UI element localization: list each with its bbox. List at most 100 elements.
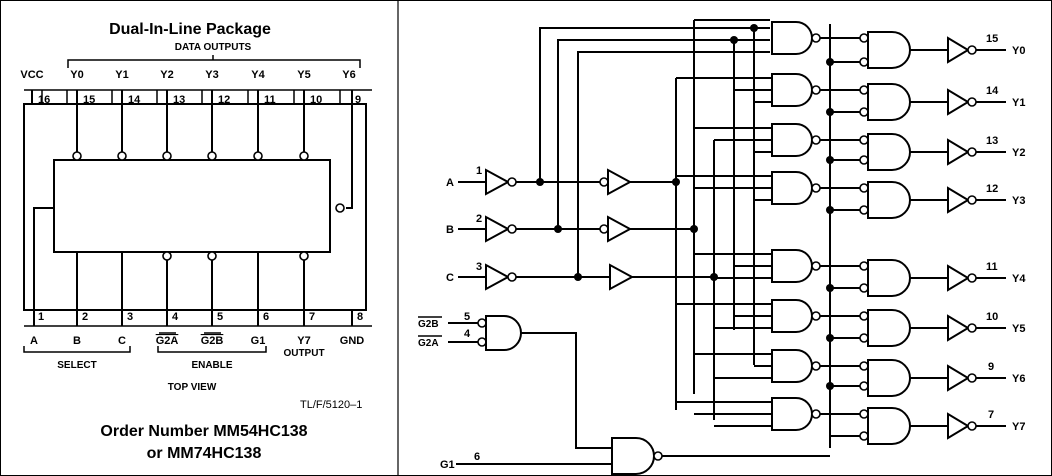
buffer-inverter-c: [609, 263, 635, 291]
svg-text:2: 2: [82, 311, 88, 323]
pin-name-g1: G1: [251, 335, 266, 347]
pin-num-9: 9: [355, 94, 361, 106]
bottom-pin-leads: [24, 207, 372, 327]
svg-text:4: 4: [172, 311, 179, 323]
package-title: Dual-In-Line Package: [109, 21, 271, 38]
output-label-y0: Y0: [1012, 45, 1025, 57]
input-inverter-a: [485, 168, 517, 196]
top-pin-names: VCC Y0 Y1 Y2 Y3 Y4 Y5 Y6: [20, 69, 355, 81]
enable-brace: [157, 346, 267, 353]
input-inverter-c: [485, 263, 517, 291]
pin-name-y6: Y6: [342, 69, 355, 81]
pin-name-c: C: [118, 335, 126, 347]
g1-input: G1 6: [440, 437, 830, 475]
pin-name-y3: Y3: [205, 69, 218, 81]
svg-text:15: 15: [986, 33, 998, 45]
decode-nand-gates: [771, 21, 821, 431]
top-pin-leads: [24, 89, 372, 209]
pin-num-10: 10: [310, 94, 322, 106]
data-outputs-brace: [67, 59, 361, 68]
order-number-line2: or MM74HC138: [147, 445, 262, 462]
svg-text:10: 10: [986, 311, 998, 323]
select-brace: [23, 346, 131, 353]
input-label-c: C: [446, 272, 454, 284]
pin-num-15: 15: [83, 94, 95, 106]
pin-name-a: A: [30, 335, 38, 347]
svg-text:2: 2: [476, 213, 482, 225]
buffer-inverter-b: [599, 215, 633, 243]
buffer-inverter-a: [599, 168, 633, 196]
svg-text:8: 8: [357, 311, 363, 323]
output-gates: [820, 31, 911, 445]
output-labels: 15 Y0 14 Y1 13 Y2 12 Y3 11 Y4 10 Y5 9 Y6…: [986, 33, 1026, 433]
svg-text:5: 5: [217, 311, 223, 323]
svg-text:4: 4: [464, 328, 471, 340]
svg-text:6: 6: [263, 311, 269, 323]
output-buffers: [910, 36, 1006, 440]
pin-name-y2: Y2: [160, 69, 173, 81]
bottom-pin-numbers: 1 2 3 4 5 6 7 8: [38, 311, 363, 323]
pin-name-b: B: [73, 335, 81, 347]
pin-name-g2a: G2A: [156, 335, 179, 347]
output-label-y5: Y5: [1012, 323, 1025, 335]
pin-name-y0: Y0: [70, 69, 83, 81]
pin-name-y5: Y5: [297, 69, 310, 81]
pin-num-13: 13: [173, 94, 185, 106]
input-label-b: B: [446, 224, 454, 236]
pin-name-gnd: GND: [340, 335, 365, 347]
enable-label: ENABLE: [191, 360, 232, 371]
pin-name-y1: Y1: [115, 69, 128, 81]
data-outputs-label: DATA OUTPUTS: [175, 42, 252, 53]
output-label-y2: Y2: [1012, 147, 1025, 159]
select-label: SELECT: [57, 360, 96, 371]
nand-input-wires: [676, 77, 772, 427]
bottom-pin-names: A B C G2A G2B G1 Y7 GND: [30, 335, 364, 347]
input-label-a: A: [446, 177, 454, 189]
g1-label: G1: [440, 459, 455, 471]
svg-text:3: 3: [127, 311, 133, 323]
svg-text:5: 5: [464, 311, 470, 323]
svg-text:9: 9: [988, 361, 994, 373]
enable-label-g2a: G2A: [418, 338, 439, 349]
output-label-y7: Y7: [1012, 421, 1025, 433]
svg-text:11: 11: [986, 261, 998, 273]
svg-text:6: 6: [474, 451, 480, 463]
svg-text:1: 1: [476, 165, 482, 177]
svg-text:13: 13: [986, 135, 998, 147]
svg-text:14: 14: [986, 85, 999, 97]
pin-name-g2b: G2B: [201, 335, 224, 347]
pin-num-14: 14: [128, 94, 141, 106]
bottom-pin-bubbles: [162, 251, 309, 261]
pin-name-y7: Y7: [297, 335, 310, 347]
pin-name-vcc: VCC: [20, 69, 43, 81]
dip-package-panel: Dual-In-Line Package DATA OUTPUTS VCC Y0…: [20, 21, 372, 462]
pin-name-y4: Y4: [251, 69, 265, 81]
svg-text:7: 7: [988, 409, 994, 421]
svg-text:1: 1: [38, 311, 44, 323]
output-label: OUTPUT: [283, 348, 324, 359]
output-label-y6: Y6: [1012, 373, 1025, 385]
top-view-label: TOP VIEW: [168, 382, 217, 393]
output-label-y1: Y1: [1012, 97, 1025, 109]
order-number-line1: Order Number MM54HC138: [100, 423, 307, 440]
figure-code: TL/F/5120–1: [300, 399, 362, 411]
output-label-y4: Y4: [1012, 273, 1026, 285]
enable-label-g2b: G2B: [418, 319, 439, 330]
svg-text:3: 3: [476, 261, 482, 273]
pin-num-11: 11: [264, 94, 276, 106]
input-inverter-b: [485, 215, 517, 243]
package-outline: [23, 103, 367, 311]
pin-num-16: 16: [38, 94, 50, 106]
svg-text:12: 12: [986, 183, 998, 195]
logic-diagram-panel: A B C 1 2 3: [418, 19, 1026, 475]
enable-inputs: G2B G2A 5 4: [418, 311, 612, 449]
package-die: [53, 159, 331, 253]
pin-num-12: 12: [218, 94, 230, 106]
output-label-y3: Y3: [1012, 195, 1025, 207]
top-pin-bubbles: [72, 151, 345, 213]
top-pin-numbers: 16 15 14 13 12 11 10 9: [38, 94, 361, 106]
svg-text:7: 7: [309, 311, 315, 323]
